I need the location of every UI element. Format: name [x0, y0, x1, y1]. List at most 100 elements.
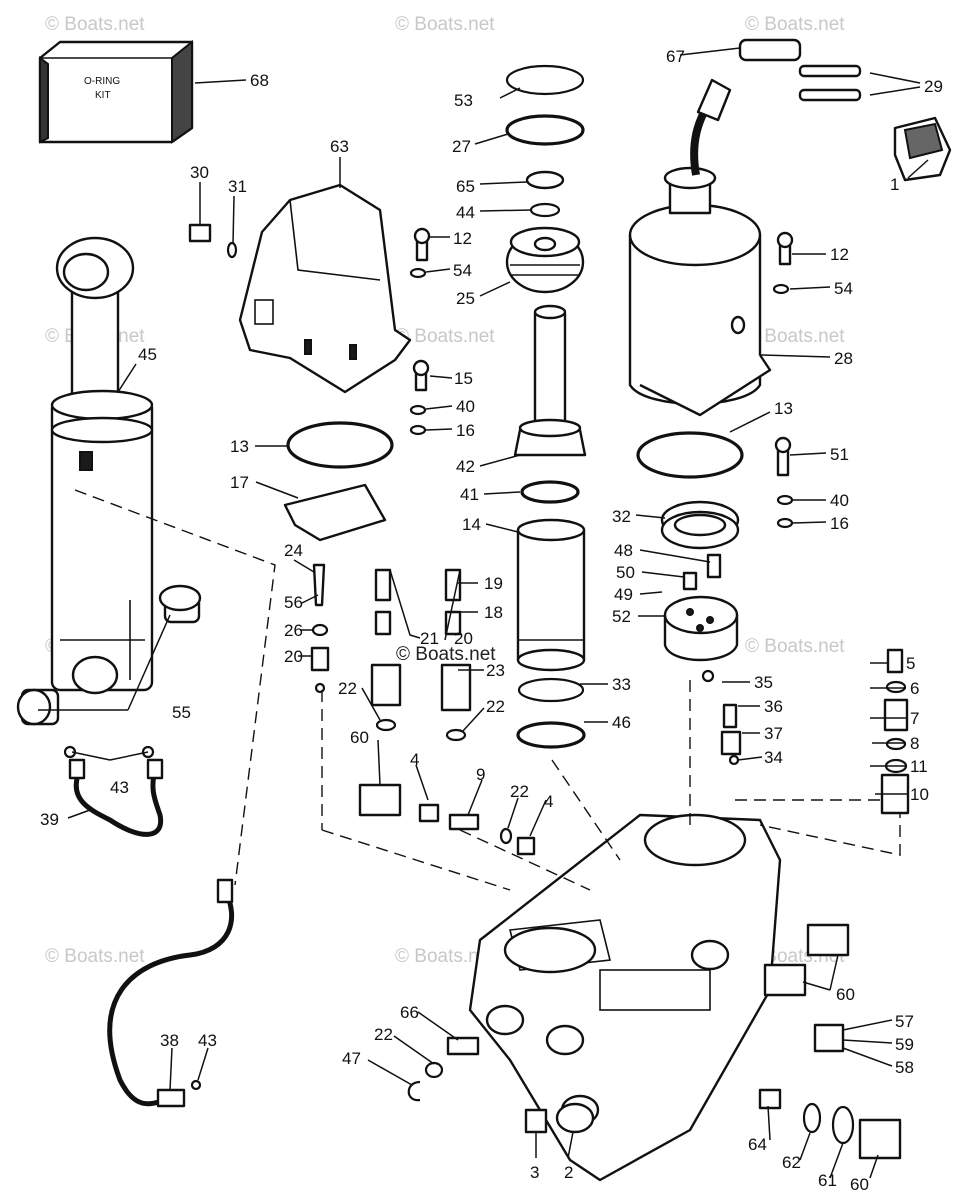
callout-35: 35: [754, 673, 773, 692]
callout-44: 44: [456, 203, 475, 222]
callout-45: 45: [138, 345, 157, 364]
callout-52: 52: [612, 607, 631, 626]
callout-65: 65: [456, 177, 475, 196]
callout-22: 22: [338, 679, 357, 698]
callout-19: 19: [484, 574, 503, 593]
watermark: © Boats.net: [745, 14, 845, 35]
watermark: © Boats.net: [745, 326, 845, 347]
callout-43b: 43: [198, 1031, 217, 1050]
callout-42: 42: [456, 457, 475, 476]
callout-4: 4: [410, 750, 419, 769]
callout-22c: 22: [510, 782, 529, 801]
callout-66: 66: [400, 1003, 419, 1022]
callout-58: 58: [895, 1058, 914, 1077]
watermark: © Boats.net: [395, 946, 495, 967]
callout-10: 10: [910, 785, 929, 804]
callout-30: 30: [190, 163, 209, 182]
callout-7: 7: [910, 709, 919, 728]
callout-64: 64: [748, 1135, 767, 1154]
callout-18: 18: [484, 603, 503, 622]
callout-46: 46: [612, 713, 631, 732]
callout-39: 39: [40, 810, 59, 829]
callout-1: 1: [890, 175, 899, 194]
callout-40b: 40: [830, 491, 849, 510]
watermark: © Boats.net: [395, 326, 495, 347]
callout-49: 49: [614, 585, 633, 604]
reservoir-cover: [238, 183, 412, 394]
callout-34: 34: [764, 748, 783, 767]
callout-22d: 22: [374, 1025, 393, 1044]
kit-text-line-2: KIT: [95, 90, 111, 101]
callout-29: 29: [924, 77, 943, 96]
callout-56: 56: [284, 593, 303, 612]
callout-51: 51: [830, 445, 849, 464]
callout-3: 3: [530, 1163, 539, 1182]
callout-23: 23: [486, 661, 505, 680]
assembly-lines: [74, 489, 901, 891]
callout-54: 54: [453, 261, 472, 280]
callout-37: 37: [764, 724, 783, 743]
callout-60: 60: [350, 728, 369, 747]
callout-33: 33: [612, 675, 631, 694]
watermark: © Boats.net: [745, 636, 845, 657]
callout-16: 16: [456, 421, 475, 440]
callout-20b: 20: [454, 629, 473, 648]
callout-16b: 16: [830, 514, 849, 533]
callout-43: 43: [110, 778, 129, 797]
callout-60b: 60: [836, 985, 855, 1004]
callout-62: 62: [782, 1153, 801, 1172]
hydraulic-tubes: [68, 758, 235, 1108]
callout-13: 13: [230, 437, 249, 456]
callouts: 68 67 29 1 53 27 65 44 12 54 25 63 30 31…: [40, 47, 943, 1194]
callout-50: 50: [616, 563, 635, 582]
callout-20: 20: [284, 647, 303, 666]
callout-11: 11: [910, 757, 928, 776]
manifold-housing: [468, 813, 782, 1182]
callout-4b: 4: [544, 792, 553, 811]
callout-22b: 22: [486, 697, 505, 716]
callout-24: 24: [284, 541, 303, 560]
callout-57: 57: [895, 1012, 914, 1031]
callout-2: 2: [564, 1163, 573, 1182]
callout-61: 61: [818, 1171, 837, 1190]
callout-67: 67: [666, 47, 685, 66]
leader-lines: [38, 47, 929, 1179]
watermark: © Boats.net: [45, 14, 145, 35]
callout-68: 68: [250, 71, 269, 90]
callout-27: 27: [452, 137, 471, 156]
wiring-harness: [738, 38, 952, 182]
callout-36: 36: [764, 697, 783, 716]
callout-25: 25: [456, 289, 475, 308]
callout-13b: 13: [774, 399, 793, 418]
callout-53: 53: [454, 91, 473, 110]
callout-47: 47: [342, 1049, 361, 1068]
callout-31: 31: [228, 177, 247, 196]
watermark: © Boats.net: [395, 14, 495, 35]
callout-15: 15: [454, 369, 473, 388]
callout-55: 55: [172, 703, 191, 722]
callout-28: 28: [834, 349, 853, 368]
pump-and-filter: [660, 500, 740, 662]
callout-12b: 12: [830, 245, 849, 264]
callout-38: 38: [160, 1031, 179, 1050]
callout-60c: 60: [850, 1175, 869, 1194]
callout-17: 17: [230, 473, 249, 492]
callout-26: 26: [284, 621, 303, 640]
callout-8: 8: [910, 734, 919, 753]
callout-54b: 54: [834, 279, 853, 298]
callout-41: 41: [460, 485, 479, 504]
callout-63: 63: [330, 137, 349, 156]
pump-piston-assembly: [505, 226, 587, 672]
callout-9: 9: [476, 765, 485, 784]
watermark: © Boats.net: [45, 946, 145, 967]
callout-5: 5: [906, 654, 915, 673]
callout-12: 12: [453, 229, 472, 248]
callout-32: 32: [612, 507, 631, 526]
pump-motor: [628, 78, 772, 417]
callout-6: 6: [910, 679, 919, 698]
bushings: [16, 584, 202, 726]
callout-59: 59: [895, 1035, 914, 1054]
trim-cylinder: [50, 236, 154, 695]
